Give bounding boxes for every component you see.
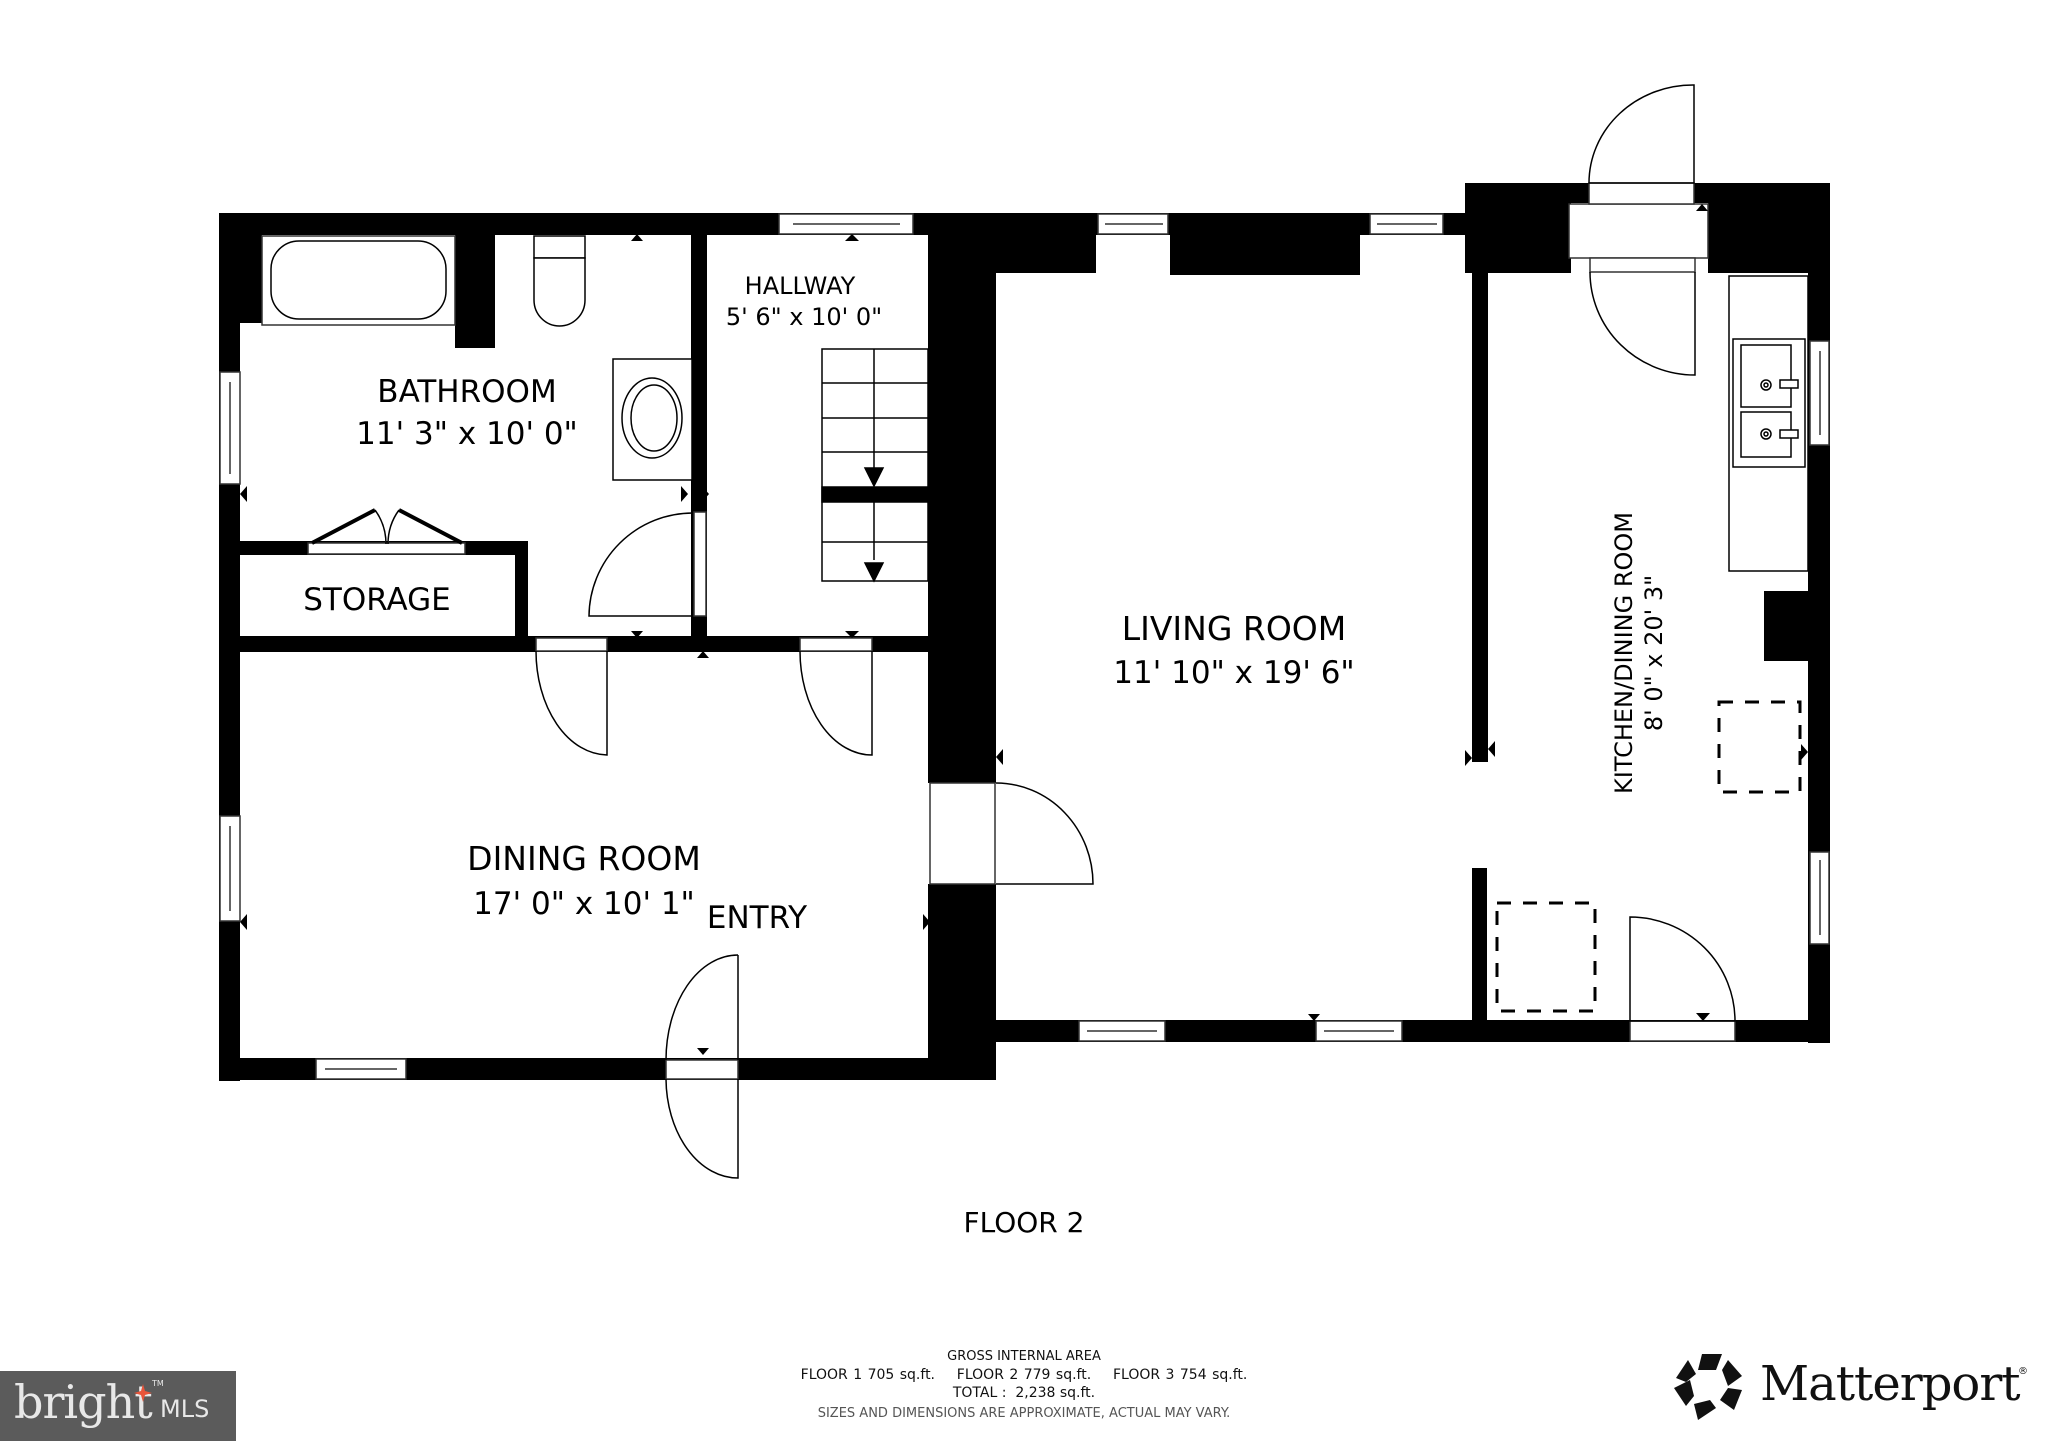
disclaimer-note: SIZES AND DIMENSIONS ARE APPROXIMATE, AC… bbox=[817, 1406, 1231, 1421]
bright-star-icon bbox=[134, 1384, 152, 1402]
dining-room-name: DINING ROOM bbox=[467, 839, 701, 878]
living-room-name: LIVING ROOM bbox=[1122, 609, 1347, 648]
matterport-logo-word: Matterport bbox=[1760, 1356, 2021, 1412]
bathtub bbox=[270, 240, 447, 320]
entry-name: ENTRY bbox=[707, 900, 807, 936]
kitchen-name: KITCHEN/DINING ROOM bbox=[1610, 512, 1638, 794]
total-area: TOTAL : 2,238 sq.ft. bbox=[952, 1385, 1096, 1401]
matterport-mark-icon bbox=[1674, 1354, 1742, 1420]
bathroom-name: BATHROOM bbox=[377, 374, 556, 410]
bright-logo-mls: MLS bbox=[160, 1395, 210, 1423]
floor-areas: FLOOR 1 705 sq.ft. FLOOR 2 779 sq.ft. FL… bbox=[800, 1367, 1248, 1383]
room-labels: BATHROOM 11' 3" x 10' 0" HALLWAY 5' 6" x… bbox=[303, 272, 1668, 1239]
fixtures bbox=[261, 235, 1809, 1013]
bright-logo-word: bright bbox=[14, 1375, 153, 1429]
matterport-logo: Matterport ® bbox=[1672, 1352, 2032, 1422]
floor-label: FLOOR 2 bbox=[964, 1206, 1085, 1239]
matterport-registered-mark: ® bbox=[2018, 1366, 2028, 1377]
hallway-size: 5' 6" x 10' 0" bbox=[726, 303, 882, 331]
windows bbox=[219, 213, 1830, 1080]
bright-mls-logo: bright TM MLS bbox=[0, 1371, 236, 1441]
bathroom-size: 11' 3" x 10' 0" bbox=[356, 416, 578, 452]
toilet bbox=[533, 257, 586, 327]
storage-name: STORAGE bbox=[303, 582, 451, 618]
wall-markers bbox=[240, 204, 1808, 1055]
doors bbox=[535, 84, 1736, 1179]
dining-room-size: 17' 0" x 10' 1" bbox=[473, 886, 695, 922]
bright-tm: TM bbox=[152, 1379, 164, 1388]
kitchen-size: 8' 0" x 20' 3" bbox=[1640, 575, 1668, 731]
living-room-size: 11' 10" x 19' 6" bbox=[1113, 655, 1354, 691]
gross-area-title: GROSS INTERNAL AREA bbox=[947, 1349, 1101, 1364]
hallway-name: HALLWAY bbox=[745, 272, 856, 300]
